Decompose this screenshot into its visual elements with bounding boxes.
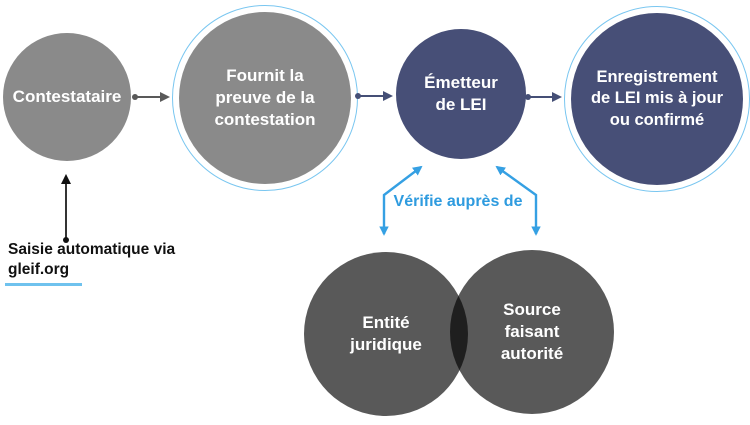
arrow-note-contestataire [60, 173, 72, 243]
gleif-underline [5, 283, 82, 286]
node-source-autorite-circle [450, 250, 614, 414]
node-entite-juridique-circle [304, 252, 468, 416]
node-contestataire: Contestataire [3, 33, 131, 161]
node-preuve-contestation: Fournit la preuve de la contestation [179, 12, 351, 184]
verify-label: Vérifie auprès de [393, 193, 523, 210]
arrow-preuve-emetteur [355, 91, 393, 101]
arrow-contestataire-preuve [132, 92, 170, 102]
node-source-autorite-label: Source faisant autorité [500, 299, 564, 364]
node-emetteur-lei: Émetteur de LEI [396, 29, 526, 159]
arrow-emetteur-enregistrement [525, 92, 562, 102]
auto-entry-note: Saisie automatique via gleif.org [8, 241, 176, 279]
node-entite-juridique-label: Entité juridique [350, 312, 422, 354]
node-enregistrement-lei: Enregistrement de LEI mis à jour ou conf… [571, 13, 743, 185]
